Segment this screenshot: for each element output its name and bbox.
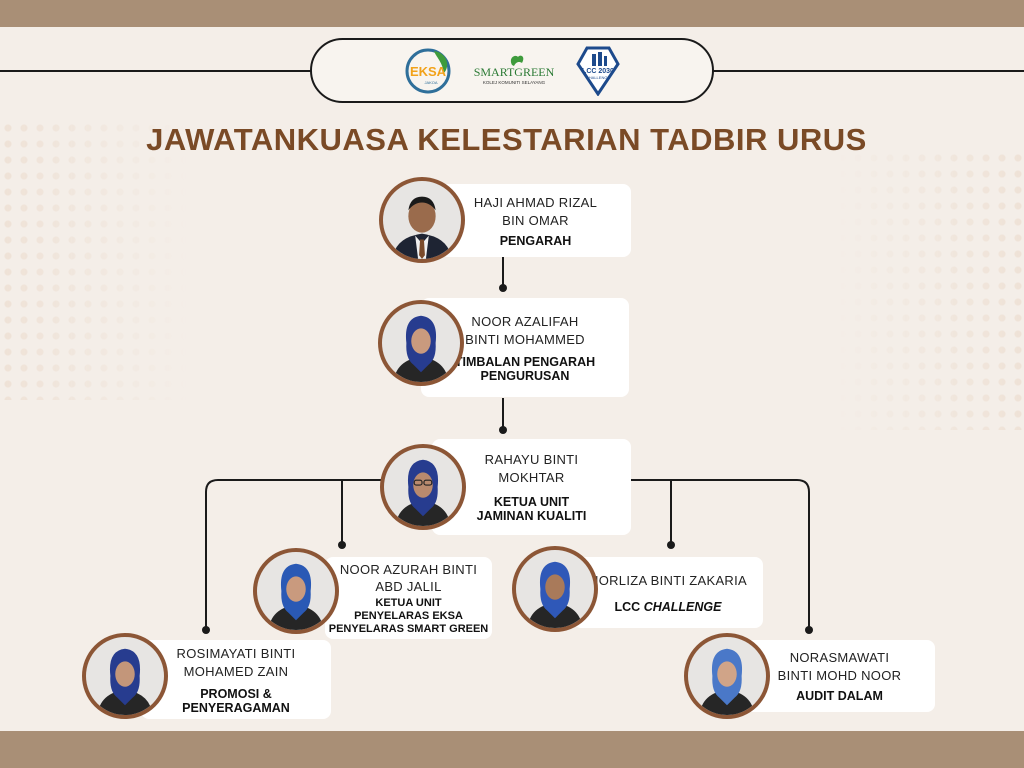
member-card-ketua-unit-eksa: NOOR AZURAH BINTI ABD JALIL KETUA UNIT P… xyxy=(325,557,492,639)
header-rule-left xyxy=(0,70,312,72)
svg-text:SMARTGREEN: SMARTGREEN xyxy=(474,65,554,79)
member-card-lcc-challenge: NORLIZA BINTI ZAKARIA LCC CHALLENGE xyxy=(573,557,763,628)
avatar xyxy=(380,444,466,530)
svg-text:KOLEJ KOMUNITI SELAYANG: KOLEJ KOMUNITI SELAYANG xyxy=(483,80,546,85)
page-title: JAWATANKUASA KELESTARIAN TADBIR URUS xyxy=(146,122,867,157)
bottom-band xyxy=(0,731,1024,768)
dot-pattern-right xyxy=(834,150,1024,430)
lcc-2030-logo: LCC 2030 CHALLENGE xyxy=(576,46,620,96)
avatar xyxy=(684,633,770,719)
avatar xyxy=(378,300,464,386)
eksa-logo: EKSA JAKOA xyxy=(405,48,451,93)
svg-text:LCC 2030: LCC 2030 xyxy=(582,68,614,75)
avatar xyxy=(512,546,598,632)
top-band xyxy=(0,0,1024,27)
avatar xyxy=(82,633,168,719)
member-card-audit-dalam: NORASMAWATI BINTI MOHD NOOR AUDIT DALAM xyxy=(744,640,935,712)
svg-text:EKSA: EKSA xyxy=(410,64,447,79)
svg-text:CHALLENGE: CHALLENGE xyxy=(586,75,611,80)
svg-text:JAKOA: JAKOA xyxy=(424,80,437,85)
member-card-timbalan-pengarah: NOOR AZALIFAH BINTI MOHAMMED TIMBALAN PE… xyxy=(421,298,629,397)
member-card-pengarah: HAJI AHMAD RIZAL BIN OMAR PENGARAH xyxy=(440,184,631,257)
avatar xyxy=(253,548,339,634)
logo-bar: EKSA JAKOA SMARTGREEN KOLEJ KOMUNITI SEL… xyxy=(310,38,714,103)
member-card-promosi-penyeragaman: ROSIMAYATI BINTI MOHAMED ZAIN PROMOSI & … xyxy=(141,640,331,719)
smart-green-logo: SMARTGREEN KOLEJ KOMUNITI SELAYANG xyxy=(474,55,554,85)
dot-pattern-left xyxy=(0,120,190,400)
avatar xyxy=(379,177,465,263)
header-rule-right xyxy=(712,70,1024,72)
